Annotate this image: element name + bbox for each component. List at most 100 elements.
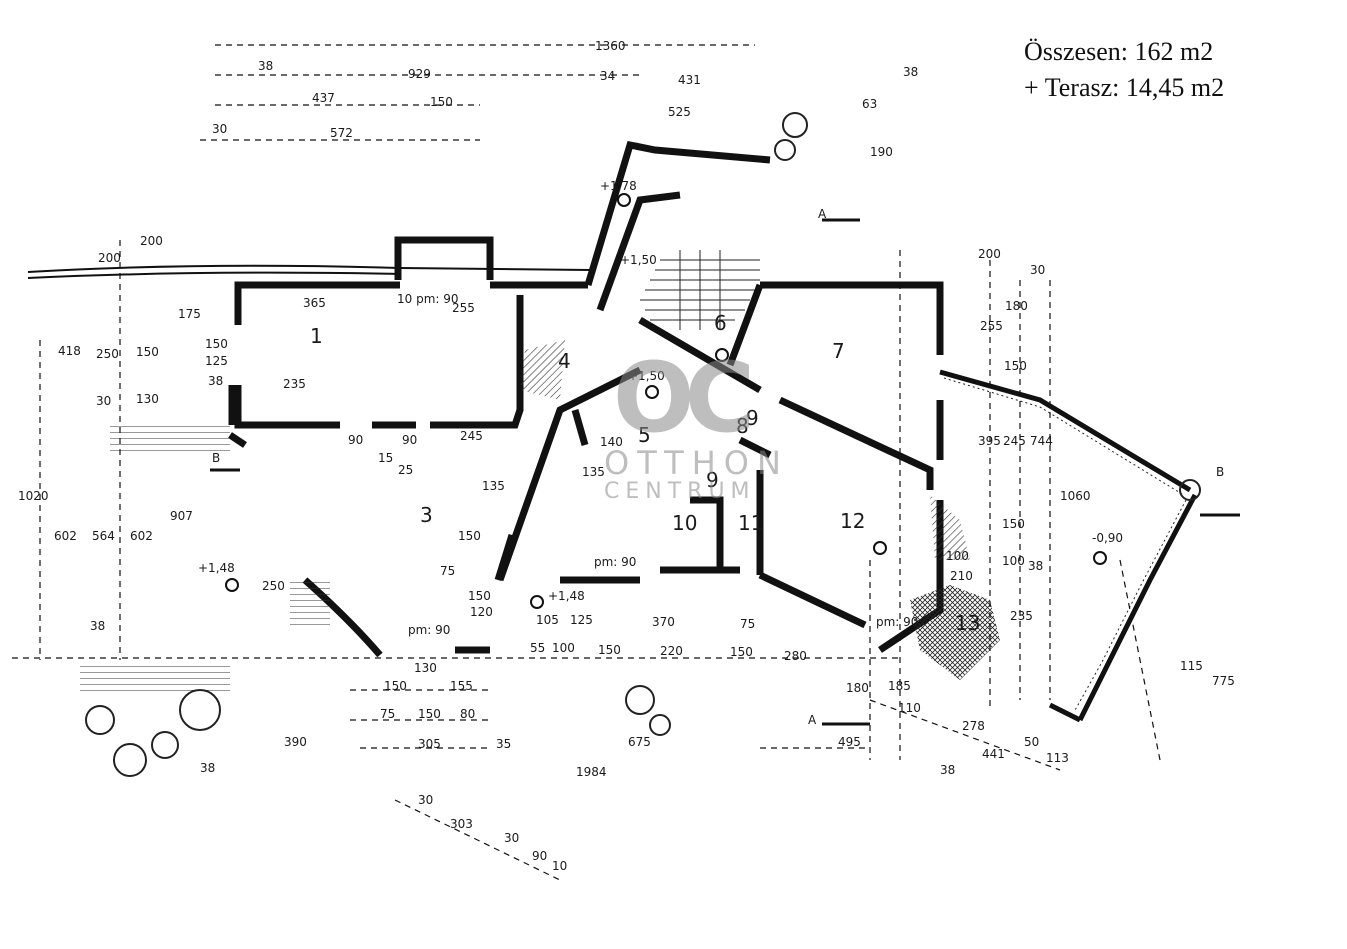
dim-label: 235 <box>1010 609 1033 623</box>
dim-label: 130 <box>136 392 159 406</box>
watermark-mark: OC <box>612 342 755 454</box>
dim-label: 75 <box>740 617 755 631</box>
dim-label: 907 <box>170 509 193 523</box>
terrace-area: + Terasz: 14,45 m2 <box>1024 73 1225 102</box>
dim-label: 180 <box>846 681 869 695</box>
room-labels: 1 3 4 5 6 7 8 9 9 10 11 12 13 <box>310 311 980 635</box>
dim-label: 38 <box>208 374 223 388</box>
dim-label: 370 <box>652 615 675 629</box>
section-label: B <box>1216 465 1224 479</box>
level-label: +1,48 <box>198 561 235 575</box>
dim-label: 30 <box>212 122 227 136</box>
dim-label: 38 <box>1028 559 1043 573</box>
dim-label: 245 <box>460 429 483 443</box>
dim-label: 572 <box>330 126 353 140</box>
room-label-6: 6 <box>714 311 727 335</box>
dim-label: pm: 90 <box>408 623 450 637</box>
terrace-texture <box>943 377 1187 713</box>
dim-label: 175 <box>178 307 201 321</box>
dim-label: 303 <box>450 817 473 831</box>
dim-label: 1360 <box>595 39 626 53</box>
dim-label: 278 <box>962 719 985 733</box>
dim-label: 250 <box>262 579 285 593</box>
hatched-areas <box>80 340 1000 695</box>
dim-label: 390 <box>284 735 307 749</box>
dim-label: 10 <box>552 859 567 873</box>
watermark-word-2: CENTRUM <box>604 479 756 504</box>
dim-label: 150 <box>430 95 453 109</box>
dim-label: 245 <box>1003 434 1026 448</box>
dim-label: 431 <box>678 73 701 87</box>
dim-label: 105 <box>536 613 559 627</box>
dim-label: 120 <box>470 605 493 619</box>
room-label-11: 11 <box>738 511 763 535</box>
level-label: +1,50 <box>628 369 665 383</box>
dim-label: 250 <box>96 347 119 361</box>
dim-label: 30 <box>1030 263 1045 277</box>
dim-label: pm: 90 <box>876 615 918 629</box>
dim-label: 155 <box>450 679 473 693</box>
room-label-10: 10 <box>672 511 697 535</box>
dim-label: 200 <box>98 251 121 265</box>
dim-label: 30 <box>504 831 519 845</box>
room-label-5: 5 <box>638 423 651 447</box>
level-label: +1,50 <box>620 253 657 267</box>
room-label-1: 1 <box>310 324 323 348</box>
dim-label: 30 <box>96 394 111 408</box>
dim-label: 125 <box>205 354 228 368</box>
dim-label: 602 <box>130 529 153 543</box>
dim-label: 63 <box>862 97 877 111</box>
dim-label: 90 <box>402 433 417 447</box>
watermark-word: OTTHON <box>604 444 789 482</box>
dim-label: 1020 <box>18 489 49 503</box>
dim-label: 255 <box>452 301 475 315</box>
dim-label: 365 <box>303 296 326 310</box>
dim-label: 525 <box>668 105 691 119</box>
section-label: A <box>818 207 827 221</box>
room-label-12: 12 <box>840 509 865 533</box>
watermark-logo: OC OTTHON CENTRUM <box>604 342 789 504</box>
dim-label: 140 <box>600 435 623 449</box>
room-label-13: 13 <box>955 611 980 635</box>
dim-label: 200 <box>140 234 163 248</box>
area-summary: Összesen: 162 m2 + Terasz: 14,45 m2 <box>1024 34 1224 106</box>
terrain-line <box>27 264 591 279</box>
dim-label: 130 <box>414 661 437 675</box>
dim-label: 150 <box>1002 517 1025 531</box>
dim-label: 35 <box>496 737 511 751</box>
dimension-lines <box>12 44 1161 881</box>
dim-label: 100 <box>946 549 969 563</box>
dim-label: 100 <box>1002 554 1025 568</box>
dim-label: 495 <box>838 735 861 749</box>
total-area: Összesen: 162 m2 <box>1024 37 1214 66</box>
dim-label: 38 <box>200 761 215 775</box>
shrubs <box>85 112 1201 777</box>
level-label: +1,48 <box>548 589 585 603</box>
level-markers <box>225 193 1107 609</box>
dim-label: 210 <box>950 569 973 583</box>
dim-label: 10 pm: 90 <box>397 292 459 306</box>
dim-label: 110 <box>898 701 921 715</box>
dim-label: 1984 <box>576 765 607 779</box>
dim-label: pm: 90 <box>594 555 636 569</box>
dim-label: 80 <box>460 707 475 721</box>
level-label: -0,90 <box>1092 531 1123 545</box>
dim-label: 185 <box>888 679 911 693</box>
dim-label: 30 <box>418 793 433 807</box>
level-label: +1,78 <box>600 179 637 193</box>
dim-label: 418 <box>58 344 81 358</box>
walls <box>228 140 944 658</box>
dim-label: 150 <box>1004 359 1027 373</box>
dim-label: 437 <box>312 91 335 105</box>
section-label: B <box>212 451 220 465</box>
dim-label: 190 <box>870 145 893 159</box>
dim-label: 115 <box>1180 659 1203 673</box>
dim-label: 180 <box>1005 299 1028 313</box>
dim-label: 744 <box>1030 434 1053 448</box>
dim-label: 135 <box>482 479 505 493</box>
dim-label: 255 <box>980 319 1003 333</box>
dim-label: 135 <box>582 465 605 479</box>
dim-label: 1060 <box>1060 489 1091 503</box>
dim-label: 220 <box>660 644 683 658</box>
